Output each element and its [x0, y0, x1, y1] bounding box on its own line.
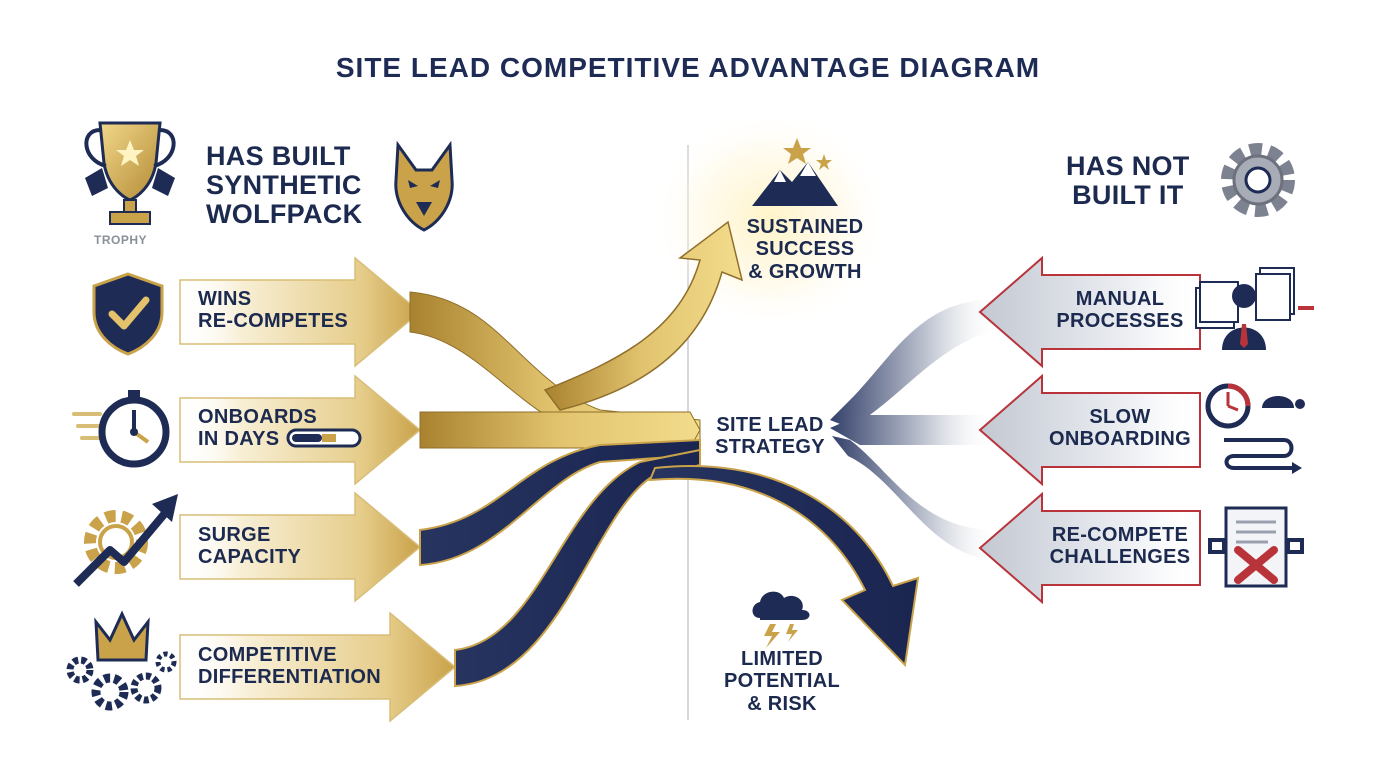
left-item-label: DIFFERENTIATION: [198, 666, 382, 689]
risk-line-1: LIMITED: [740, 648, 824, 670]
right-item-label: ONBOARDING: [1049, 428, 1191, 451]
right-item-label: CHALLENGES: [1049, 546, 1191, 569]
right-item-recompete-challenges: RE-COMPETE CHALLENGES: [1020, 524, 1220, 569]
success-arrow: [543, 220, 744, 411]
right-arrow-1: [978, 255, 1201, 369]
diagram-title: SITE LEAD COMPETITIVE ADVANTAGE DIAGRAM: [335, 52, 1041, 83]
stopwatch-icon: [72, 390, 170, 468]
limited-potential-label: LIMITED POTENTIAL & RISK: [700, 648, 864, 715]
right-heading-line-1: HAS NOT: [1066, 151, 1190, 181]
paper-stack-worker-icon: [1195, 267, 1314, 350]
left-item-surge-capacity: SURGE CAPACITY: [198, 524, 301, 569]
right-item-label: RE-COMPETE: [1051, 524, 1189, 546]
mountain-stars-icon: [752, 138, 838, 206]
left-item-competitive-differentiation: COMPETITIVE DIFFERENTIATION: [198, 644, 381, 689]
left-item-label: ONBOARDS: [198, 406, 318, 428]
wolf-icon: [394, 140, 454, 232]
crown-gears-icon: [66, 610, 177, 711]
left-item-label: COMPETITIVE: [198, 644, 337, 666]
diverging-streams: [830, 300, 1000, 560]
strategy-line-2: STRATEGY: [715, 436, 825, 459]
right-item-label: MANUAL: [1075, 288, 1165, 310]
right-item-label: PROCESSES: [1056, 310, 1184, 333]
onboard-progress-bar: [286, 428, 362, 448]
right-arrow-2: [978, 373, 1201, 487]
left-item-label: IN DAYS: [198, 428, 280, 451]
site-lead-strategy-label: SITE LEAD STRATEGY: [700, 414, 840, 459]
risk-arrow: [648, 464, 920, 668]
left-item-label: SURGE: [198, 524, 271, 546]
converging-streams: [409, 291, 701, 688]
left-heading-line-1: HAS BUILT: [206, 141, 351, 171]
right-heading: HAS NOT BUILT IT: [1066, 151, 1190, 211]
left-item-label: WINS: [198, 288, 252, 310]
success-line-2: SUCCESS: [755, 238, 855, 261]
risk-line-2: POTENTIAL: [723, 670, 841, 693]
shield-check-icon: [92, 272, 164, 356]
left-item-wins-recompetes: WINS RE-COMPETES: [198, 288, 348, 333]
trophy-icon: [84, 121, 176, 225]
gear-growth-arrow-icon: [73, 494, 178, 587]
success-line-3: & GROWTH: [748, 260, 862, 283]
risk-line-3: & RISK: [747, 692, 817, 715]
trophy-caption: TROPHY: [94, 233, 148, 247]
left-item-label: RE-COMPETES: [198, 310, 348, 333]
left-arrow-1: [179, 256, 422, 368]
left-arrow-3: [179, 491, 422, 603]
left-item-label: CAPACITY: [198, 546, 302, 569]
right-heading-line-2: BUILT IT: [1072, 180, 1184, 211]
success-line-1: SUSTAINED: [746, 216, 864, 238]
strategy-line-1: SITE LEAD: [716, 414, 824, 436]
right-item-manual-processes: MANUAL PROCESSES: [1020, 288, 1220, 333]
left-heading-line-3: WOLFPACK: [206, 199, 363, 230]
left-item-onboards-in-days: ONBOARDS IN DAYS: [198, 406, 317, 451]
left-heading: HAS BUILT SYNTHETIC WOLFPACK: [206, 141, 363, 230]
left-heading-line-2: SYNTHETIC: [206, 170, 362, 201]
sustained-success-label: SUSTAINED SUCCESS & GROWTH: [730, 216, 880, 283]
gear-icon: [1221, 143, 1295, 217]
right-item-slow-onboarding: SLOW ONBOARDING: [1020, 406, 1220, 451]
right-item-label: SLOW: [1089, 406, 1151, 428]
broken-contract-icon: [1208, 506, 1304, 588]
storm-cloud-icon: [752, 591, 810, 648]
left-arrow-4: [179, 611, 457, 723]
clock-turtle-icon: [1205, 383, 1305, 474]
right-arrow-3: [978, 491, 1201, 605]
